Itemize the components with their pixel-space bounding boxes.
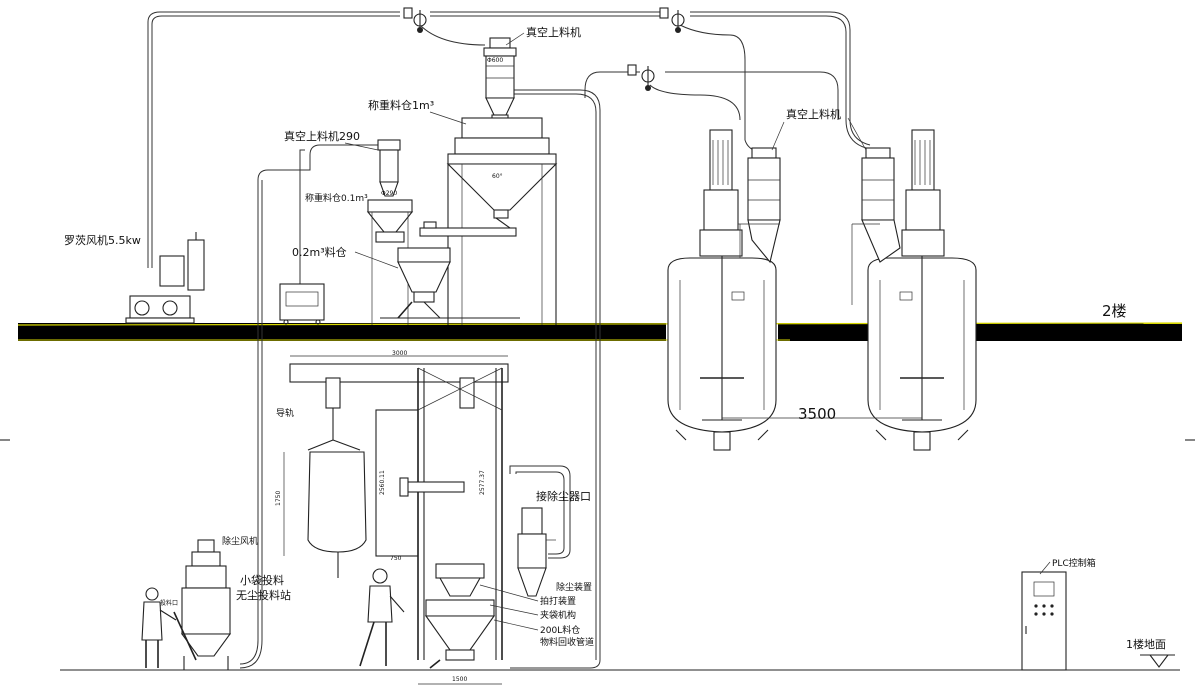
vacuum-loader-top: Φ600 — [483, 37, 517, 124]
dim-phi290-label: Φ290 — [381, 190, 397, 197]
weigh-bin-1m3: 60° — [446, 117, 558, 325]
label-clamp-bag: 夹袋机构 — [540, 609, 576, 621]
dim-750-label: 750 — [390, 555, 402, 562]
dim-60deg-label: 60° — [492, 173, 503, 180]
label-bin-02m3: 0.2m³料仓 — [292, 245, 347, 259]
label-small-bag-feed-2: 无尘投料站 — [236, 588, 291, 602]
label-dust-device: 除尘装置 — [556, 581, 592, 593]
plc-cabinet — [1021, 571, 1067, 671]
label-floor-1: 1楼地面 — [1126, 637, 1166, 651]
dim-2577-label: 2577.37 — [479, 470, 486, 495]
bin-02m3 — [380, 247, 520, 319]
dim-3500: 3500 — [722, 405, 922, 423]
control-cabinet-small — [279, 283, 325, 325]
vacuum-loader-290: Φ290 — [377, 139, 401, 197]
reactor-right — [867, 129, 977, 451]
reactor-left — [667, 129, 777, 451]
label-weigh-bin-1m3: 称重料仓1m³ — [368, 98, 434, 112]
label-bin-200l: 200L料仓 — [540, 624, 580, 636]
dim-2560-label: 2560.11 — [379, 470, 386, 495]
worker-left — [141, 587, 177, 668]
gantry-crane: 3000 — [289, 350, 509, 451]
dim-1500-label: 1500 — [452, 676, 467, 683]
bag-frame: 2560.11 2577.37 750 1500 — [375, 367, 503, 685]
label-weigh-bin-01: 称重料仓0.1m³ — [305, 192, 368, 204]
roots-blower — [125, 232, 205, 324]
dust-collector — [509, 465, 571, 597]
vacuum-pipes — [147, 11, 871, 669]
label-feed-port: 投料口 — [160, 599, 178, 607]
worker-right — [359, 568, 405, 667]
label-roots-blower: 罗茨风机5.5kw — [64, 233, 141, 247]
label-plc-box: PLC控制箱 — [1052, 557, 1096, 569]
small-bag-station — [173, 539, 232, 670]
label-dust-fan: 除尘风机 — [222, 535, 258, 547]
big-bag: 1750 — [275, 451, 367, 578]
vacuum-loader-right-2 — [851, 147, 901, 305]
vacuum-loader-right-1 — [738, 147, 781, 264]
label-connect-dust: 接除尘器口 — [536, 489, 591, 503]
valve-cluster-1 — [403, 7, 427, 33]
screw-conveyor — [419, 217, 517, 237]
dim-phi600-label: Φ600 — [487, 57, 503, 64]
floor-1-line — [60, 654, 1180, 671]
label-vacuum-loader-right: 真空上料机 — [786, 107, 841, 121]
label-small-bag-feed-1: 小袋投料 — [240, 573, 284, 587]
valve-cluster-2 — [659, 7, 685, 33]
valve-cluster-3 — [627, 64, 655, 91]
label-beating-device: 拍打装置 — [540, 595, 576, 607]
weigh-bin-01 — [366, 199, 414, 325]
label-recovery-pipe: 物料回收管道 — [540, 636, 594, 648]
label-vacuum-loader-top: 真空上料机 — [526, 25, 581, 39]
label-vacuum-loader-290: 真空上料机290 — [284, 129, 360, 143]
dim-3000-label: 3000 — [392, 350, 407, 357]
label-guide-rail: 导轨 — [276, 407, 294, 419]
label-floor-2: 2楼 — [1102, 302, 1127, 320]
dim-1750-label: 1750 — [275, 491, 282, 506]
dim-3500-label: 3500 — [798, 405, 836, 423]
